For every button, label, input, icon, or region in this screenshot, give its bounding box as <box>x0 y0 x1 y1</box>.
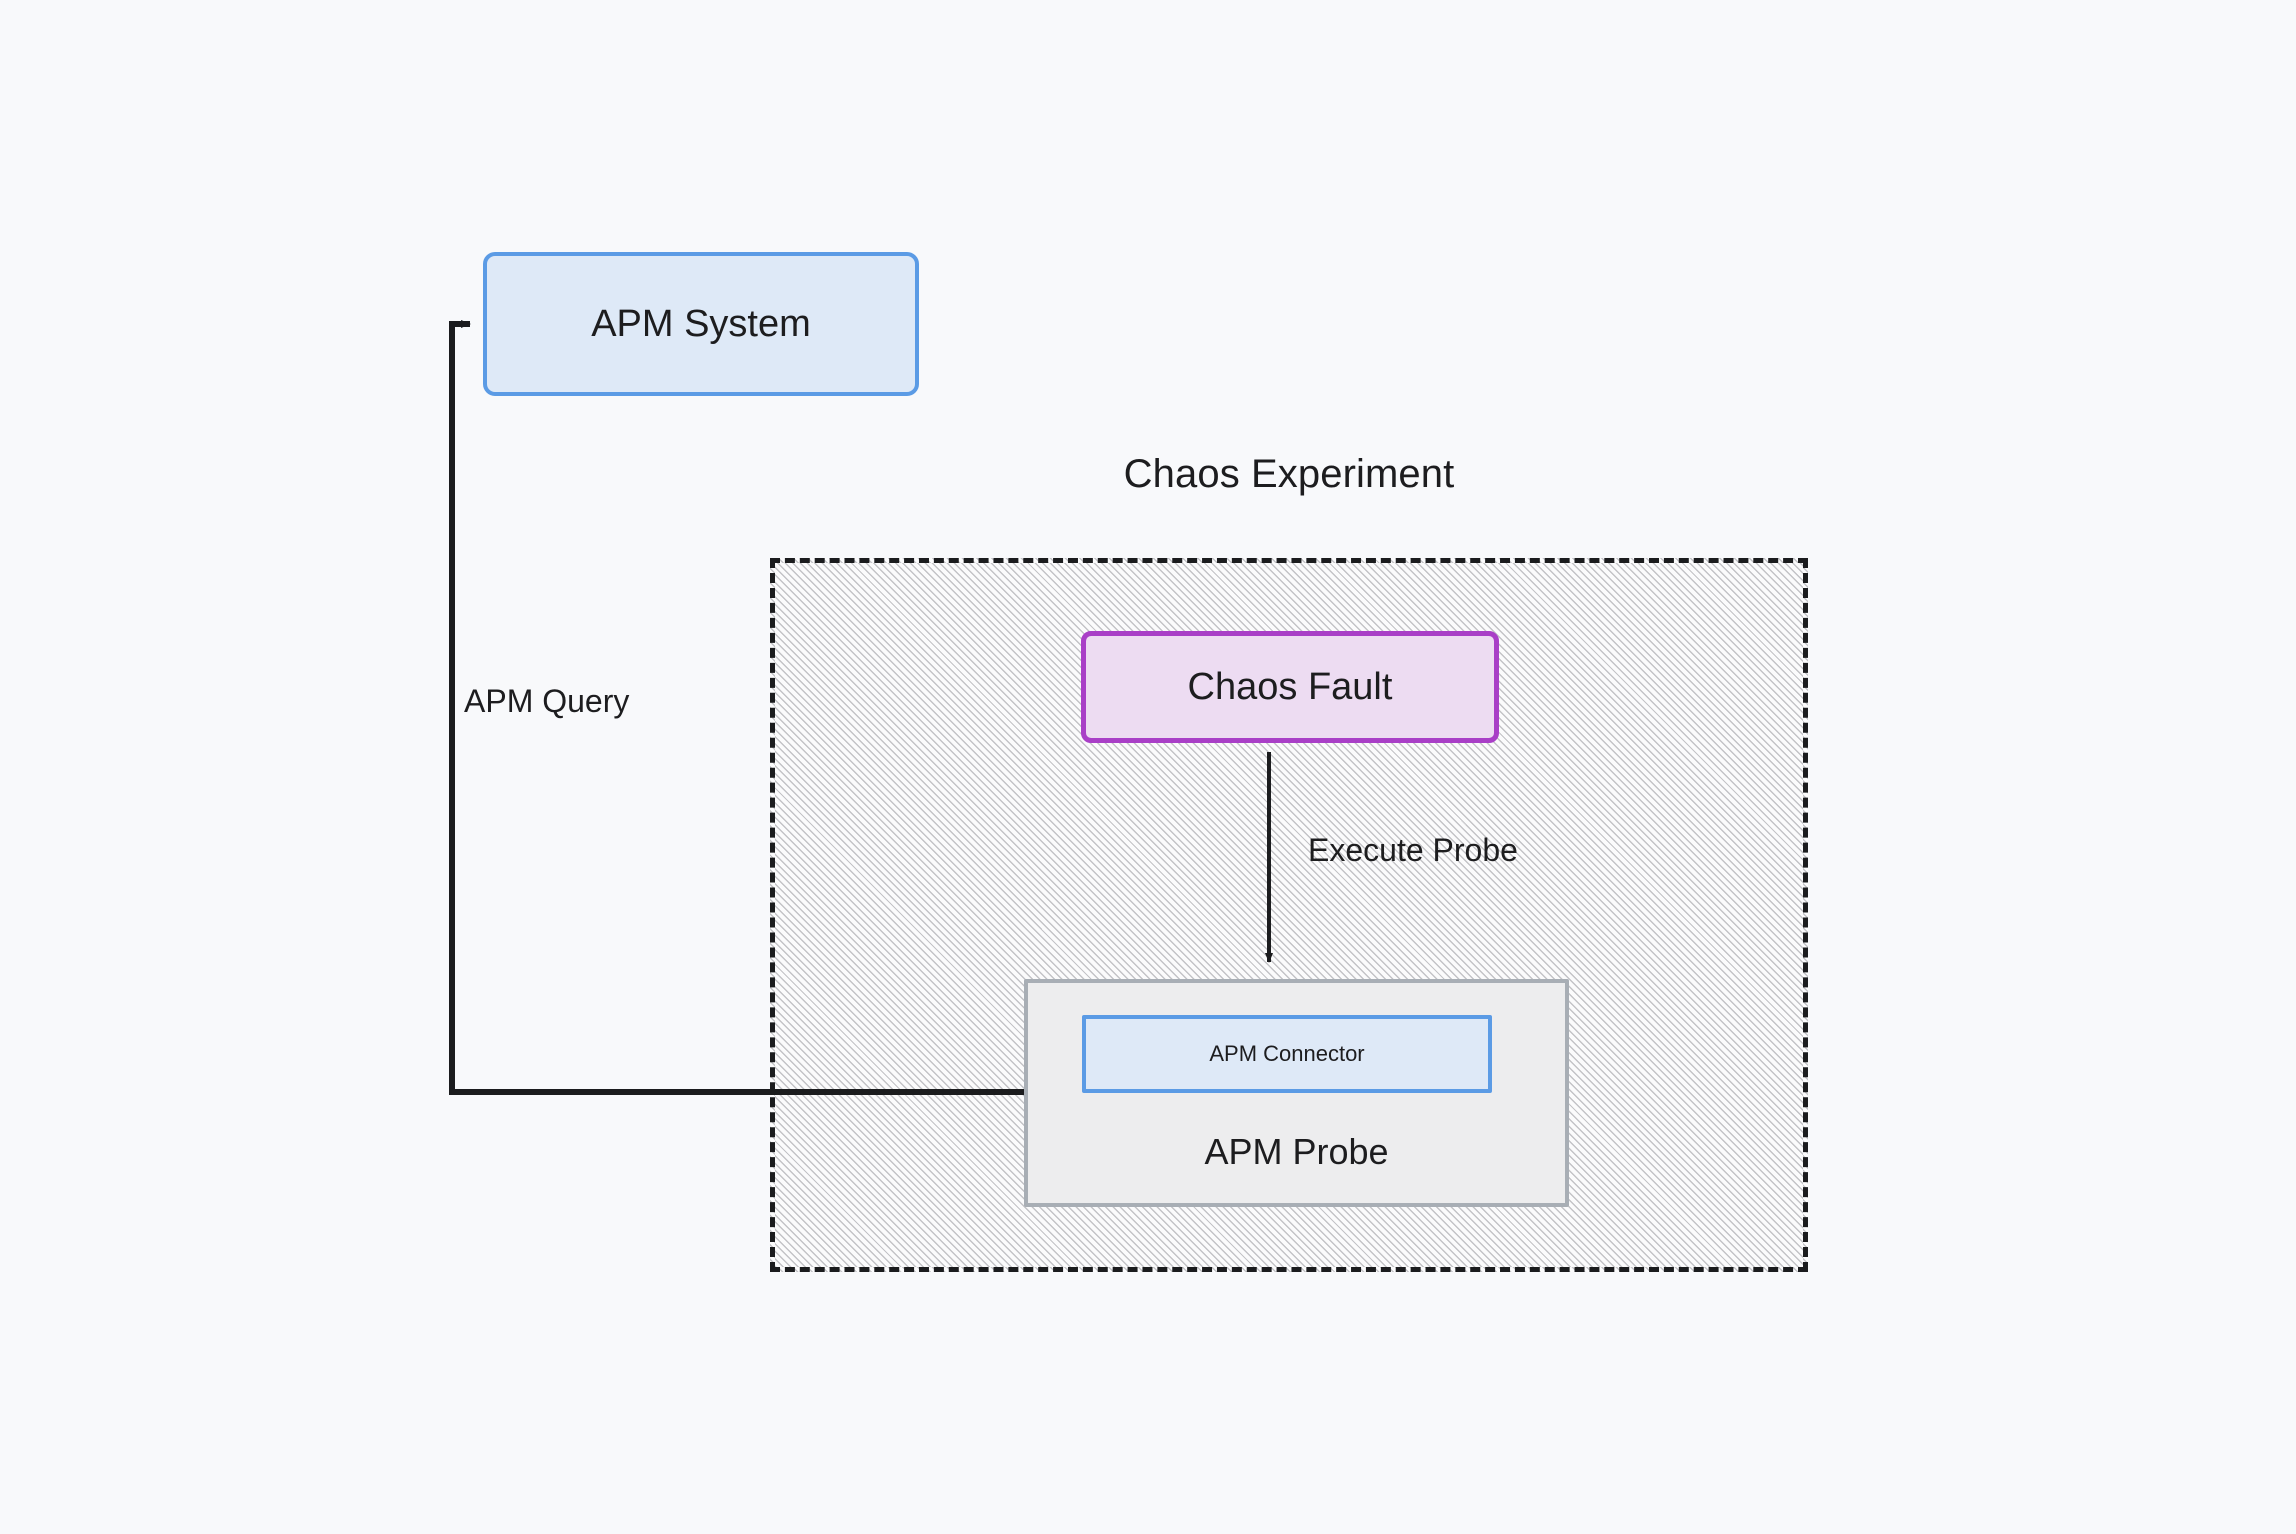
node-apm-connector[interactable]: APM Connector <box>1082 1015 1492 1093</box>
chaos-experiment-title: Chaos Experiment <box>1123 452 1455 496</box>
edge-label-execute-probe: Execute Probe <box>1308 832 1518 868</box>
node-apm-system[interactable]: APM System <box>483 252 919 396</box>
node-apm-probe[interactable]: APM Connector APM Probe <box>1024 979 1569 1207</box>
edge-label-apm-query: APM Query <box>464 683 630 719</box>
node-chaos-fault[interactable]: Chaos Fault <box>1081 631 1499 743</box>
node-apm-probe-label: APM Probe <box>1204 1131 1389 1172</box>
